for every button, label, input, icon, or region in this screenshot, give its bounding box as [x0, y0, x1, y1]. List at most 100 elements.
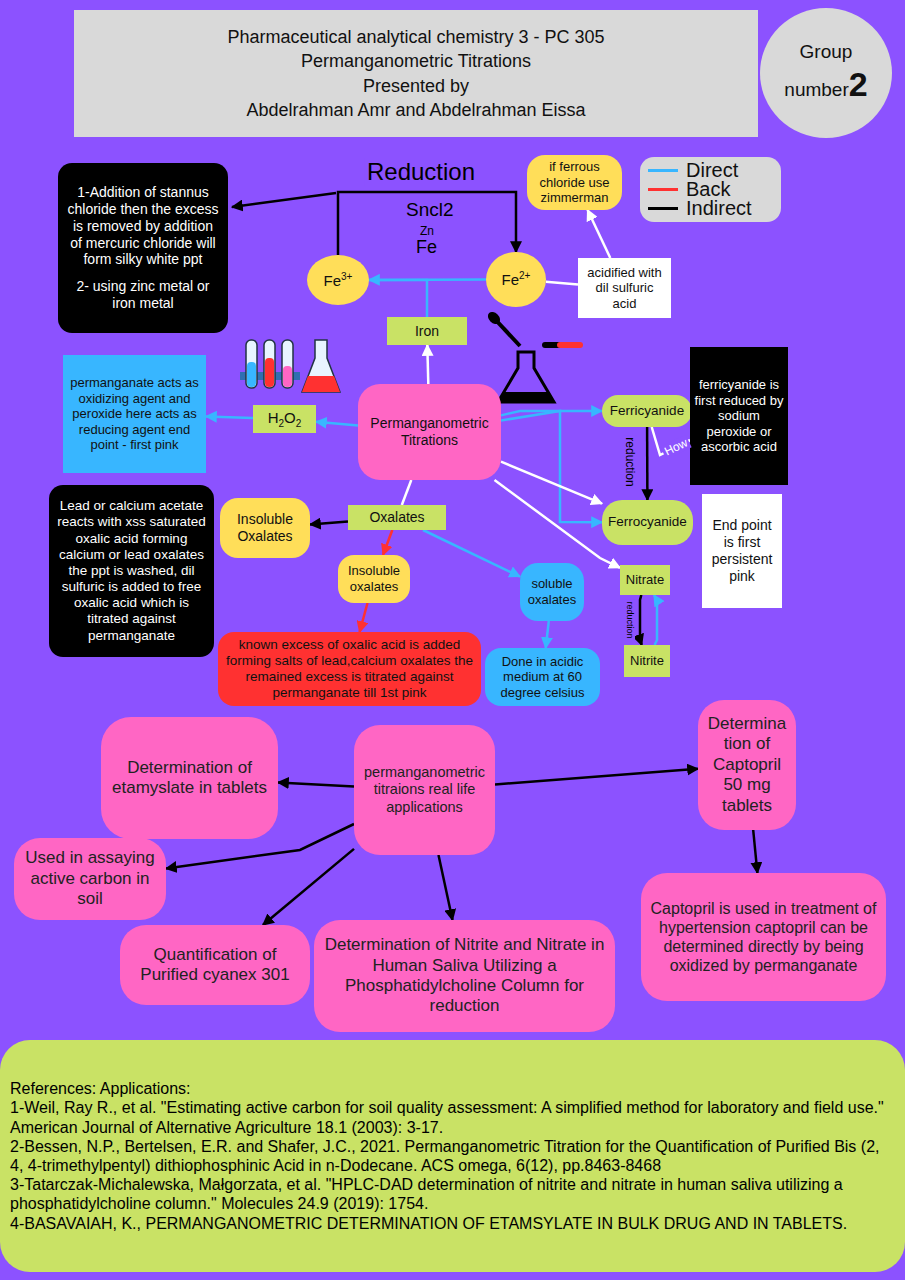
- leader-line: [232, 193, 336, 207]
- connector: [646, 427, 649, 500]
- node-text: End point is first persistent pink: [706, 517, 778, 584]
- group-circle: Group number2: [760, 8, 892, 138]
- connector: [316, 422, 358, 426]
- node-text: 2: [279, 418, 285, 429]
- connector: [546, 282, 578, 285]
- node-text: Group number: [784, 41, 852, 100]
- connector: [402, 480, 412, 505]
- connector: [501, 411, 602, 522]
- connector: [640, 595, 642, 645]
- process-box: soluble oxalates: [520, 563, 584, 621]
- note-box: if ferrous chloride use zimmerman: [527, 155, 622, 210]
- legend-swatch: [648, 169, 678, 172]
- liquid: [247, 362, 256, 387]
- node-text: 1-Addition of stannus chloride then the …: [66, 184, 220, 268]
- edge-label: reduction: [623, 435, 637, 488]
- node-text: 2- using zinc metal or iron metal: [66, 278, 220, 312]
- connector: [495, 769, 698, 785]
- central-box: Permanganometric Titrations: [358, 384, 501, 480]
- connector: [654, 595, 657, 645]
- node-text: Determination of etamyslate in tablets: [109, 758, 270, 799]
- connector: [369, 280, 427, 317]
- ion-circle: Fe3+: [307, 255, 369, 305]
- process-box: Ferricyanide: [602, 395, 692, 427]
- node-text: Done in acidic medium at 60 degree celsi…: [489, 654, 596, 701]
- node-text: Lead or calcium acetate reacts with xss …: [55, 498, 208, 644]
- node-text: if ferrous chloride use zimmerman: [531, 159, 618, 206]
- node-text: ferricyanide is first reduced by sodium …: [694, 377, 784, 455]
- node-text: 1-Weil, Ray R., et al. "Estimating activ…: [10, 1098, 895, 1136]
- liquid: [283, 366, 292, 387]
- node-text: Fe: [324, 272, 342, 289]
- node-text: Ferrocyanide: [608, 514, 687, 530]
- node-text: Captopril is used in treatment of hypert…: [649, 899, 878, 976]
- process-box: Insoluble oxalates: [338, 555, 410, 603]
- process-box: Insoluble Oxalates: [220, 498, 310, 558]
- node-text: Iron: [415, 323, 439, 340]
- connector: [360, 603, 368, 632]
- application-box: Determina tion of Captopril 50 mg tablet…: [698, 700, 796, 830]
- node-text: known excess of oxalic acid is added for…: [226, 637, 473, 702]
- node-text: H: [268, 409, 279, 426]
- node-text: soluble oxalates: [523, 576, 581, 607]
- edge-label: Reduction: [365, 158, 477, 186]
- text-line: Fe3+: [324, 271, 353, 290]
- node-text: Presented by: [363, 74, 469, 98]
- application-box: Used in assaying active carbon in soil: [14, 838, 166, 920]
- node-text: permanganate acts as oxidizing agent and…: [67, 375, 202, 453]
- text-line: Fe2+: [502, 270, 531, 289]
- process-box: Iron: [387, 317, 467, 345]
- node-text: O: [284, 409, 296, 426]
- node-text: 2+: [519, 270, 530, 281]
- decor: [232, 193, 580, 402]
- dropper-flask-icon: [486, 310, 580, 402]
- title-box: Pharmaceutical analytical chemistry 3 - …: [74, 10, 758, 137]
- connector: [278, 783, 354, 787]
- text-line: Group number2: [770, 41, 882, 105]
- node-text: Nitrate: [626, 572, 664, 588]
- process-box: H2O2: [253, 405, 316, 433]
- node-text: Permanganometric Titrations: [364, 415, 495, 449]
- connector: [206, 416, 253, 418]
- flask: [302, 340, 340, 392]
- connector: [310, 521, 348, 524]
- legend-text: Indirect: [686, 197, 752, 220]
- connector: [753, 830, 757, 873]
- node-text: acidified with dil sulfuric acid: [582, 265, 667, 312]
- references-box: References: Applications:1-Weil, Ray R.,…: [0, 1040, 905, 1272]
- node-text: Abdelrahman Amr and Abdelrahman Eissa: [246, 98, 585, 122]
- node-text: Insoluble Oxalates: [224, 511, 306, 545]
- legend-box: DirectBackIndirect: [640, 157, 781, 222]
- formula-label: Fe: [416, 237, 437, 258]
- legend-row: Indirect: [648, 199, 773, 218]
- node-text: References: Applications:: [10, 1079, 895, 1098]
- ion-circle: Fe2+: [486, 252, 546, 307]
- formula-label: Zn: [420, 224, 434, 238]
- node-text: Insoluble oxalates: [341, 563, 407, 594]
- tube: [246, 340, 257, 388]
- application-box: Quantification of Purified cyanex 301: [120, 925, 310, 1005]
- process-box: Nitrite: [624, 645, 670, 677]
- note-box: Lead or calcium acetate reacts with xss …: [49, 485, 214, 657]
- node-text: Fe: [502, 271, 520, 288]
- central-box: permanganometric titraions real life app…: [354, 725, 495, 855]
- node-text: Pharmaceutical analytical chemistry 3 - …: [227, 25, 604, 49]
- note-box: Done in acidic medium at 60 degree celsi…: [485, 648, 600, 706]
- node-text: Quantification of Purified cyanex 301: [126, 945, 304, 986]
- connector: [546, 621, 549, 648]
- note-box: known excess of oxalic acid is added for…: [218, 632, 481, 706]
- note-box: 1-Addition of stannus chloride then the …: [58, 163, 228, 333]
- node-text: permanganometric titraions real life app…: [362, 764, 487, 816]
- connector: [588, 210, 611, 258]
- tube: [560, 342, 580, 348]
- application-box: Captopril is used in treatment of hypert…: [641, 873, 886, 1001]
- node-text: Determina tion of Captopril 50 mg tablet…: [704, 714, 790, 816]
- node-text: 2-Bessen, N.P., Bertelsen, E.R. and Shaf…: [10, 1137, 895, 1175]
- connector: [427, 345, 428, 384]
- node-text: Used in assaying active carbon in soil: [20, 848, 160, 909]
- node-text: Oxalates: [369, 509, 424, 526]
- node-text: 2: [296, 418, 302, 429]
- connector: [423, 530, 520, 577]
- legend-swatch: [648, 188, 678, 191]
